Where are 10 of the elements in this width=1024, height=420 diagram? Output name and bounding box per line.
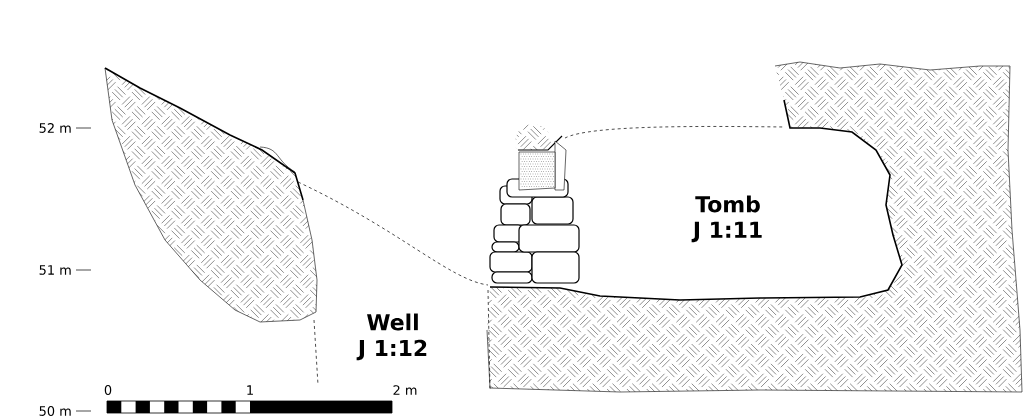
feature-label: Well — [367, 313, 418, 331]
feature-label: Tomb — [695, 195, 760, 213]
feature-label: J 1:12 — [356, 339, 427, 361]
axis-label: 52 m — [39, 123, 71, 133]
axis-label: 51 m — [39, 265, 71, 275]
scale-label: 0 — [104, 385, 112, 395]
scale-label: 1 — [247, 385, 253, 395]
feature-label: J 1:11 — [691, 221, 762, 243]
axis-label: 50 m — [39, 406, 71, 416]
scale-label: 2 m — [393, 385, 417, 395]
